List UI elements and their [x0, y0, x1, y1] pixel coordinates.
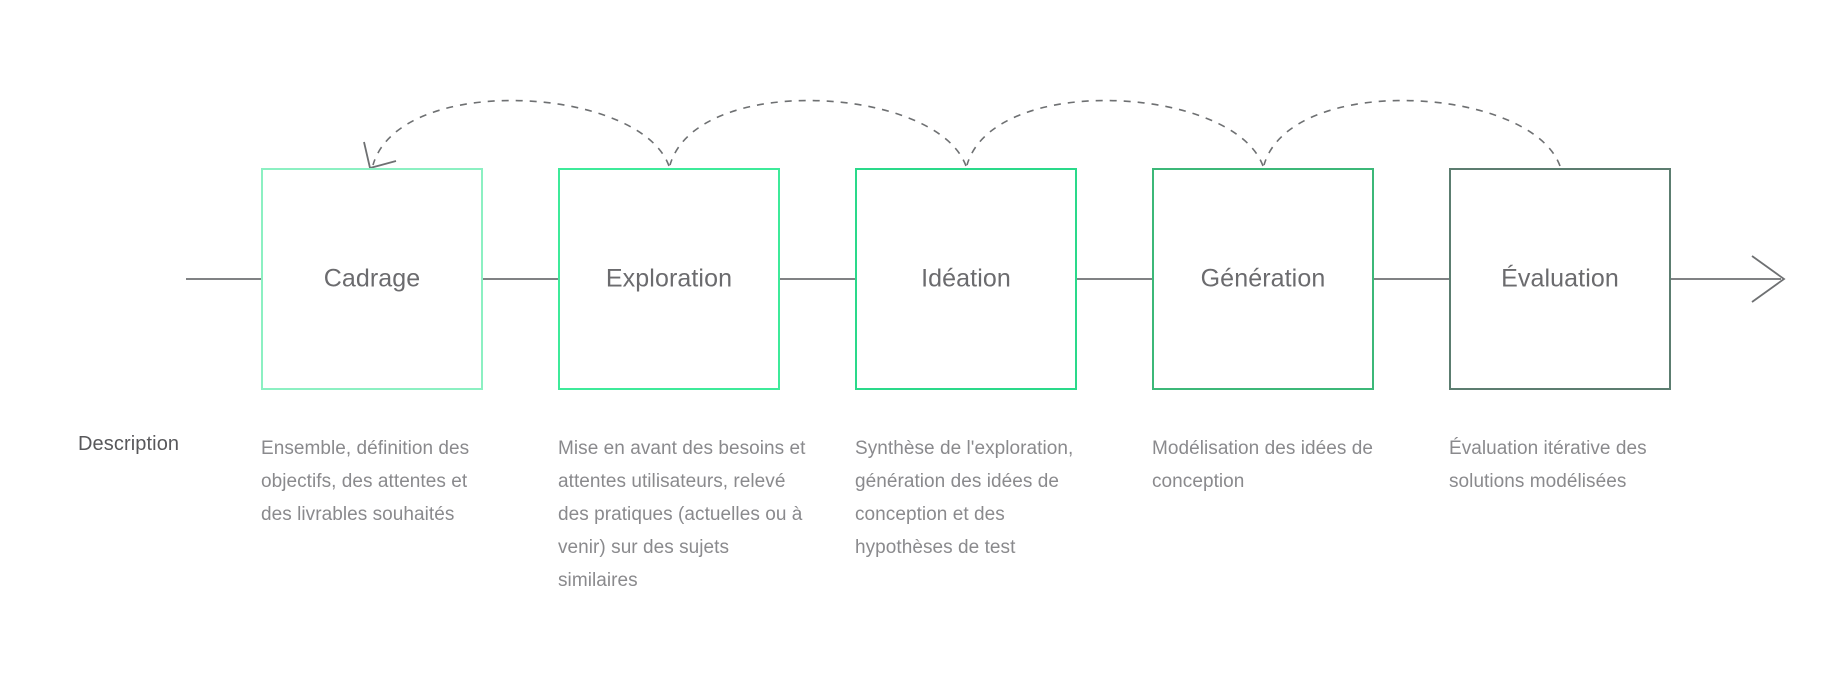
feedback-arc-generation-to-ideation: [966, 99, 1264, 167]
stage-description-exploration: Mise en avant des besoins et attentes ut…: [558, 438, 806, 591]
stage-description-cadrage: Ensemble, définition des objectifs, des …: [261, 438, 470, 525]
feedback-arc-ideation-to-exploration: [669, 99, 967, 167]
stage-title-cadrage: Cadrage: [323, 264, 421, 293]
stage-box-exploration[interactable]: Exploration: [558, 168, 780, 390]
stage-title-exploration: Exploration: [605, 264, 733, 293]
stage-box-evaluation[interactable]: Évaluation: [1449, 168, 1671, 390]
description-row-label: Description: [78, 433, 180, 455]
flow-arrowhead-icon: [1751, 255, 1786, 303]
stage-title-generation: Génération: [1200, 264, 1326, 293]
stage-description-ideation: Synthèse de l'exploration, génération de…: [855, 438, 1074, 558]
feedback-arcs: [372, 99, 1561, 167]
feedback-arc-exploration-to-cadrage: [372, 99, 670, 167]
feedback-arrowhead-icon: [363, 141, 397, 170]
stage-title-ideation: Idéation: [921, 264, 1011, 293]
stage-box-cadrage[interactable]: Cadrage: [261, 168, 483, 390]
feedback-arc-evaluation-to-generation: [1263, 99, 1561, 167]
stage-box-generation[interactable]: Génération: [1152, 168, 1374, 390]
stage-description-evaluation: Évaluation itérative des solutions modél…: [1449, 438, 1647, 492]
stage-title-evaluation: Évaluation: [1501, 264, 1619, 293]
stage-description-generation: Modélisation des idées de conception: [1152, 438, 1373, 492]
stage-box-ideation[interactable]: Idéation: [855, 168, 1077, 390]
